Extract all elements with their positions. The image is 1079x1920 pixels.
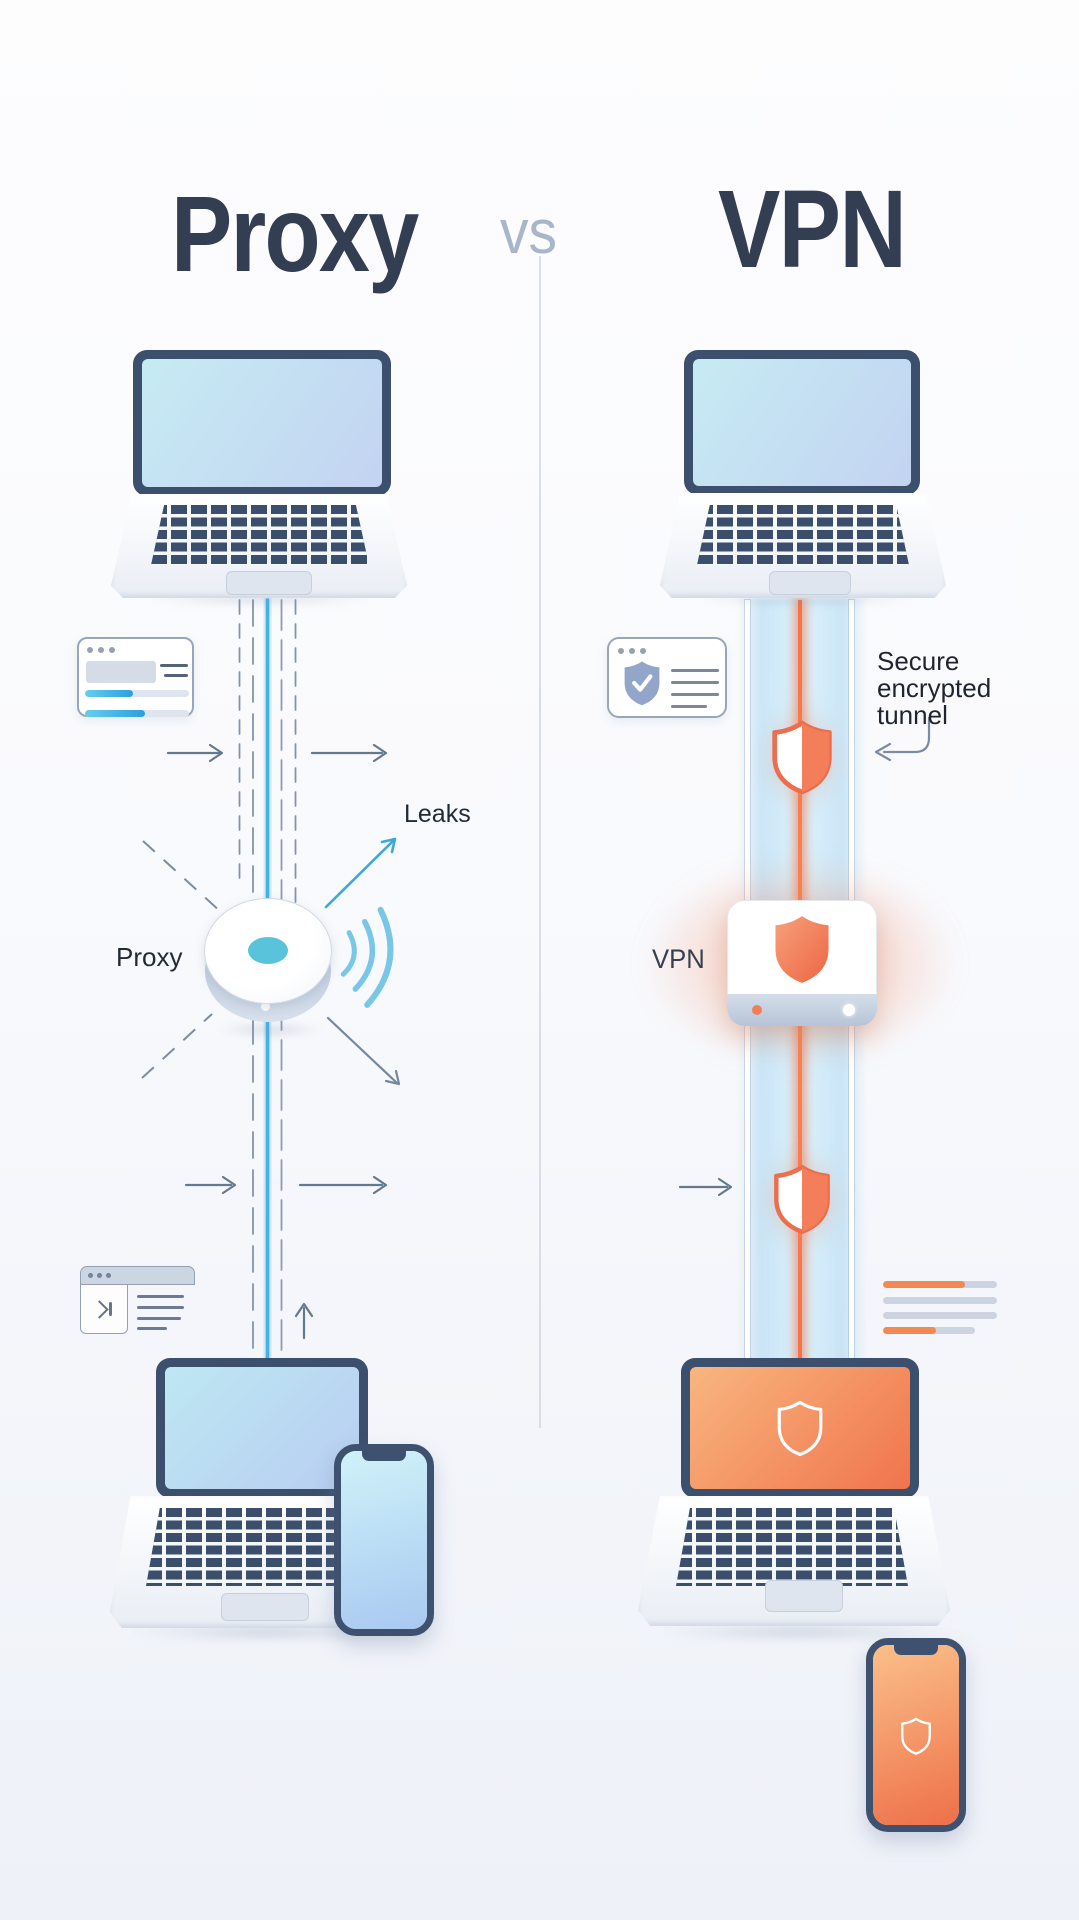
browser-dots-icon bbox=[87, 647, 115, 653]
laptop-bottom-right bbox=[681, 1358, 919, 1498]
text-line bbox=[671, 681, 719, 684]
title-vs: vs bbox=[500, 198, 558, 267]
vpn-router-icon bbox=[727, 900, 877, 1026]
browser-dots-icon bbox=[618, 648, 646, 654]
proxy-device-shadow bbox=[215, 1022, 325, 1038]
stat-bar bbox=[883, 1327, 975, 1334]
phone-screen bbox=[873, 1645, 959, 1825]
text-line bbox=[671, 705, 707, 708]
laptop-shadow bbox=[660, 1622, 940, 1642]
vpn-device-label: VPN bbox=[652, 944, 705, 974]
progress-bar bbox=[85, 710, 189, 717]
laptop-keyboard bbox=[151, 505, 369, 565]
phone-screen bbox=[341, 1451, 427, 1629]
code-window-titlebar bbox=[80, 1266, 195, 1285]
laptop-screen bbox=[142, 359, 382, 487]
laptop-top-right bbox=[684, 350, 920, 495]
leak-arrow-icon bbox=[324, 837, 397, 909]
leaks-label: Leaks bbox=[404, 800, 471, 828]
laptop-keyboard bbox=[697, 505, 909, 565]
stat-bar bbox=[883, 1312, 997, 1319]
vpn-router-led-orange bbox=[752, 1005, 762, 1015]
phone-right bbox=[866, 1638, 966, 1832]
shield-outline-icon bbox=[901, 1717, 931, 1755]
laptop-screen bbox=[690, 1367, 910, 1489]
shield-check-icon bbox=[624, 661, 660, 706]
proxy-device-led bbox=[261, 1002, 270, 1011]
flow-arrow-right bbox=[678, 1177, 733, 1197]
tunnel-shield-icon-1 bbox=[772, 720, 832, 795]
laptop-top-left bbox=[133, 350, 391, 496]
proxy-device-button bbox=[248, 937, 288, 964]
laptop-trackpad bbox=[221, 1593, 309, 1621]
shield-icon bbox=[775, 916, 829, 983]
laptop-trackpad bbox=[226, 571, 312, 595]
progress-bar bbox=[85, 690, 189, 697]
vpn-router-led-white bbox=[843, 1004, 855, 1016]
laptop-screen bbox=[165, 1367, 359, 1489]
secure-browser-card bbox=[607, 637, 727, 718]
code-text-lines bbox=[137, 1295, 184, 1333]
text-line bbox=[160, 664, 188, 667]
title-vpn: VPN bbox=[718, 168, 907, 291]
proxy-device-icon bbox=[204, 898, 332, 1024]
leak-arrow-down-icon bbox=[326, 1016, 401, 1086]
shield-outline-icon bbox=[777, 1400, 823, 1457]
stat-bar bbox=[883, 1281, 997, 1288]
stat-bar bbox=[883, 1297, 997, 1304]
flow-arrows-left bbox=[166, 743, 388, 1340]
phone-notch bbox=[362, 1451, 406, 1461]
laptop-bottom-left bbox=[156, 1358, 368, 1498]
laptop-trackpad bbox=[765, 1580, 843, 1612]
laptop-screen bbox=[693, 359, 911, 486]
code-window-pane bbox=[80, 1285, 128, 1334]
text-line bbox=[164, 674, 188, 677]
secure-tunnel-label: Secure encrypted tunnel bbox=[877, 646, 992, 730]
title-proxy: Proxy bbox=[171, 173, 419, 294]
code-chevron-icon bbox=[90, 1299, 112, 1319]
tunnel-shield-icon-2 bbox=[774, 1164, 830, 1234]
browser-stats-card bbox=[77, 637, 194, 717]
laptop-keyboard bbox=[676, 1508, 908, 1586]
wifi-waves-icon bbox=[340, 906, 394, 1008]
text-line bbox=[671, 693, 719, 696]
phone-notch bbox=[894, 1645, 938, 1655]
proxy-device-label: Proxy bbox=[116, 942, 183, 972]
traffic-stats-lines bbox=[883, 1281, 999, 1337]
content-placeholder bbox=[86, 661, 156, 683]
phone-left bbox=[334, 1444, 434, 1636]
text-line bbox=[671, 669, 719, 672]
laptop-trackpad bbox=[769, 571, 851, 595]
